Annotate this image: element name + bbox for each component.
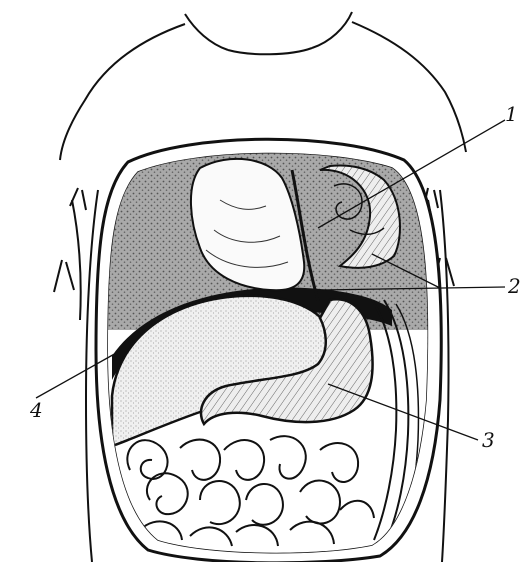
callout-label-2: 2: [508, 276, 521, 296]
callout-label-4: 4: [30, 400, 43, 420]
callout-label-3: 3: [482, 430, 495, 450]
callout-label-1: 1: [505, 104, 518, 124]
